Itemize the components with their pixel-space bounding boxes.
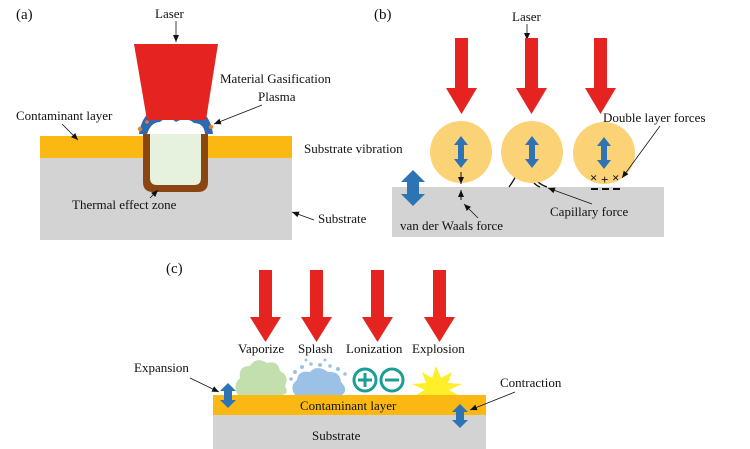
svg-text:×: × bbox=[612, 170, 619, 185]
panel-a-thermal-zone-inner bbox=[150, 134, 201, 185]
panel-c-explosion-label: Explosion bbox=[412, 341, 465, 356]
panel-a-tag: (a) bbox=[16, 7, 33, 23]
panel-a-thermal-pointer bbox=[149, 189, 159, 199]
panel-b-laser-arrow-3 bbox=[585, 38, 616, 114]
panel-b-double-layer-pointer bbox=[621, 125, 661, 179]
panel-c-ionization-label: Lonization bbox=[346, 341, 403, 356]
panel-c-tag: (c) bbox=[166, 261, 183, 277]
panel-b-substrate bbox=[392, 187, 664, 237]
panel-a: (a) Laser Material Gasification Plasma C… bbox=[16, 6, 367, 240]
panel-a-particle bbox=[145, 120, 149, 124]
panel-c-laser-arrow-4 bbox=[424, 270, 455, 342]
panel-c-contraction-label: Contraction bbox=[500, 375, 562, 390]
panel-b-substrate-vibration-label: Substrate vibration bbox=[304, 141, 403, 156]
panel-c-splash-cloud bbox=[292, 368, 346, 395]
panel-c-expansion-pointer bbox=[189, 377, 220, 393]
panel-a-thermal-label: Thermal effect zone bbox=[72, 197, 177, 212]
panel-c-explosion-icon bbox=[412, 366, 462, 395]
panel-b-tag: (b) bbox=[374, 7, 392, 23]
panel-b-vdw-label: van der Waals force bbox=[400, 218, 503, 233]
panel-a-particle bbox=[137, 126, 143, 132]
panel-c-splash-label: Splash bbox=[298, 341, 333, 356]
panel-b-double-layer-label: Double layer forces bbox=[603, 110, 706, 125]
panel-b-capillary-stroke bbox=[533, 182, 541, 188]
panel-c-expansion-label: Expansion bbox=[134, 360, 189, 375]
panel-c-contaminant-layer bbox=[213, 395, 486, 415]
panel-b-vdw-pointer bbox=[463, 203, 479, 219]
panel-c-contraction-pointer bbox=[469, 391, 516, 411]
panel-b-particle-vibration-icon bbox=[597, 137, 611, 169]
panel-b: (b) Laser × + × bbox=[304, 7, 706, 237]
panel-c-laser-arrow-3 bbox=[362, 270, 393, 342]
panel-c-splash-droplets bbox=[289, 358, 347, 381]
panel-a-substrate-label: Substrate bbox=[318, 211, 367, 226]
panel-a-gasification-label: Material Gasification bbox=[220, 71, 331, 86]
panel-a-laser-beam bbox=[134, 44, 218, 120]
panel-b-laser-label: Laser bbox=[512, 9, 542, 24]
panel-c-laser-arrow-1 bbox=[250, 270, 281, 342]
svg-text:+: + bbox=[601, 172, 608, 187]
panel-a-contaminant-pointer bbox=[61, 123, 79, 141]
panel-c-vaporize-label: Vaporize bbox=[238, 341, 284, 356]
panel-b-charges: × + × bbox=[590, 170, 620, 190]
panel-b-capillary-label: Capillary force bbox=[550, 204, 629, 219]
panel-a-plasma-cloud bbox=[147, 118, 205, 134]
panel-a-particle bbox=[208, 124, 214, 130]
panel-c-substrate-label: Substrate bbox=[312, 428, 361, 443]
panel-a-plasma-pointer bbox=[213, 104, 263, 125]
panel-c-laser-arrow-2 bbox=[301, 270, 332, 342]
panel-a-laser-label: Laser bbox=[155, 6, 185, 21]
panel-b-capillary-pointer bbox=[547, 187, 593, 205]
panel-c-expansion-icon bbox=[220, 383, 236, 408]
panel-c-contraction-icon bbox=[452, 404, 468, 428]
panel-c-contaminant-label: Contaminant layer bbox=[300, 398, 397, 413]
panel-c-ionization-icons bbox=[352, 367, 405, 393]
panel-b-particle-vibration-icon bbox=[454, 136, 468, 168]
panel-b-substrate-vibration-icon bbox=[401, 170, 425, 206]
panel-a-substrate-pointer bbox=[291, 211, 315, 221]
panel-c-vapor-cloud bbox=[235, 360, 287, 395]
panel-a-contaminant-label: Contaminant layer bbox=[16, 108, 113, 123]
panel-c-substrate bbox=[213, 415, 486, 449]
panel-c: (c) Vaporize bbox=[134, 261, 562, 449]
panel-b-laser-arrow-2 bbox=[516, 38, 547, 114]
panel-b-laser-arrow-1 bbox=[446, 38, 477, 114]
panel-b-particle-vibration-icon bbox=[525, 136, 539, 168]
panel-a-plasma-label: Plasma bbox=[258, 89, 296, 104]
svg-text:×: × bbox=[590, 170, 597, 185]
